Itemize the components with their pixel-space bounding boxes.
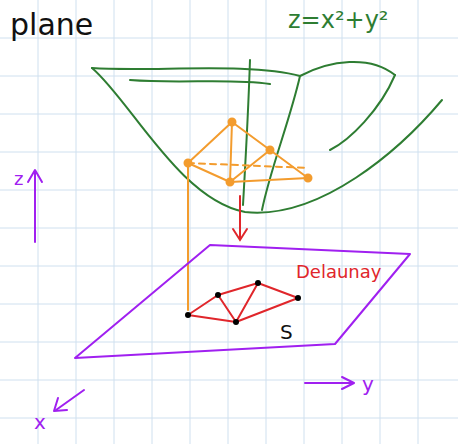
delaunay-triangulation: [185, 280, 301, 325]
equation-label: z=x²+y²: [288, 8, 388, 32]
plane-and-axes: [28, 170, 410, 411]
lifted-triangles: [185, 119, 312, 311]
axis-label: y: [362, 374, 374, 394]
paraboloid: [92, 60, 442, 213]
projection-arrow: [233, 196, 247, 240]
set-label: S: [280, 322, 293, 342]
delaunay-label: Delaunay: [296, 263, 381, 281]
title-label: plane: [10, 10, 93, 40]
axis-label: z: [14, 170, 23, 188]
axis-label: x: [34, 412, 46, 432]
